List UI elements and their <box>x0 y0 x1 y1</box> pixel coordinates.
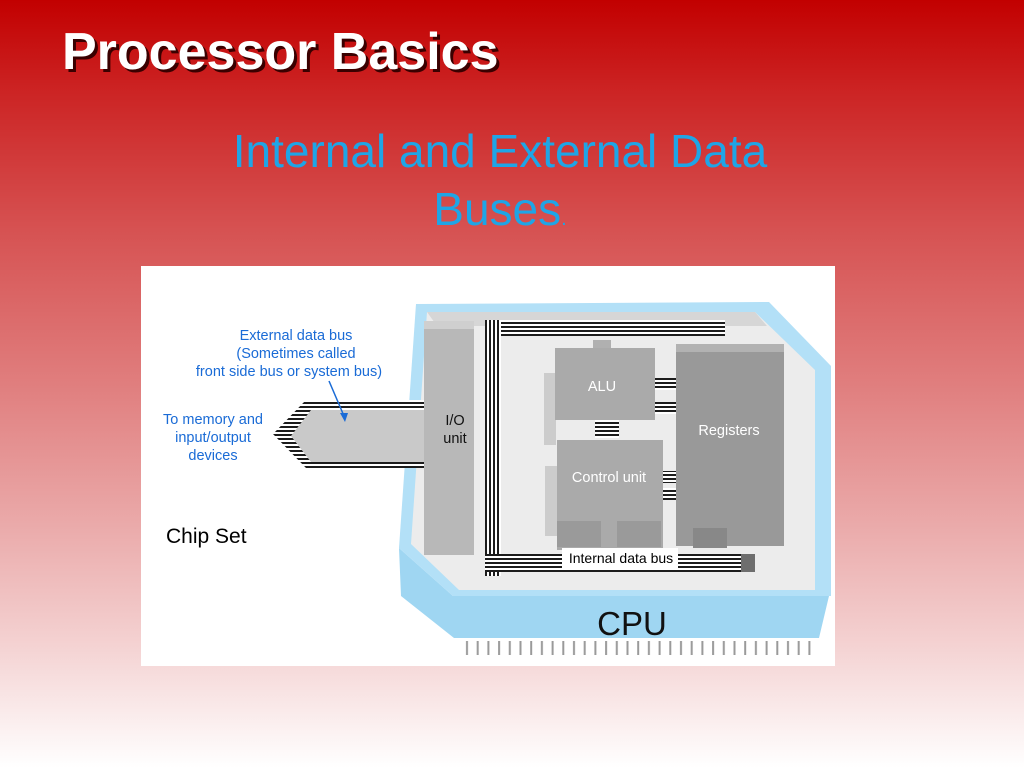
external-bus-label-line3: front side bus or system bus) <box>196 364 382 380</box>
label-leader-arrowhead <box>340 413 348 422</box>
memory-label-line1: To memory and <box>163 412 263 428</box>
registers-label: Registers <box>698 423 759 439</box>
control-unit-label: Control unit <box>572 470 646 486</box>
label-leader-line <box>328 380 345 417</box>
cpu-pins <box>459 641 811 655</box>
slide-subtitle: Internal and External Data Buses. <box>190 122 810 248</box>
io-unit-label-line2: unit <box>443 431 466 447</box>
io-unit-label-line1: I/O <box>445 413 464 429</box>
alu-block <box>544 340 681 445</box>
cpu-package-side <box>399 548 829 638</box>
external-bus-label-line1: External data bus <box>240 328 353 344</box>
memory-label-line2: input/output <box>175 430 251 446</box>
cpu-bus-diagram: External data bus (Sometimes called fron… <box>141 266 835 666</box>
internal-bus-label-bg <box>562 548 678 568</box>
subtitle-period: . <box>561 208 567 230</box>
external-bus-label-line2: (Sometimes called <box>236 346 355 362</box>
diagram-canvas: External data bus (Sometimes called fron… <box>163 302 831 655</box>
chip-set-label: Chip Set <box>166 525 247 548</box>
registers-block <box>676 344 784 548</box>
alu-label: ALU <box>588 379 616 395</box>
subtitle-main: Internal and External Data Buses <box>232 125 768 235</box>
cpu-label: CPU <box>597 605 667 642</box>
internal-data-bus-label: Internal data bus <box>569 550 673 566</box>
external-data-bus-arrow <box>273 400 431 468</box>
memory-label-line3: devices <box>188 448 237 464</box>
slide-title: Processor Basics <box>62 23 499 81</box>
io-unit <box>424 321 474 555</box>
